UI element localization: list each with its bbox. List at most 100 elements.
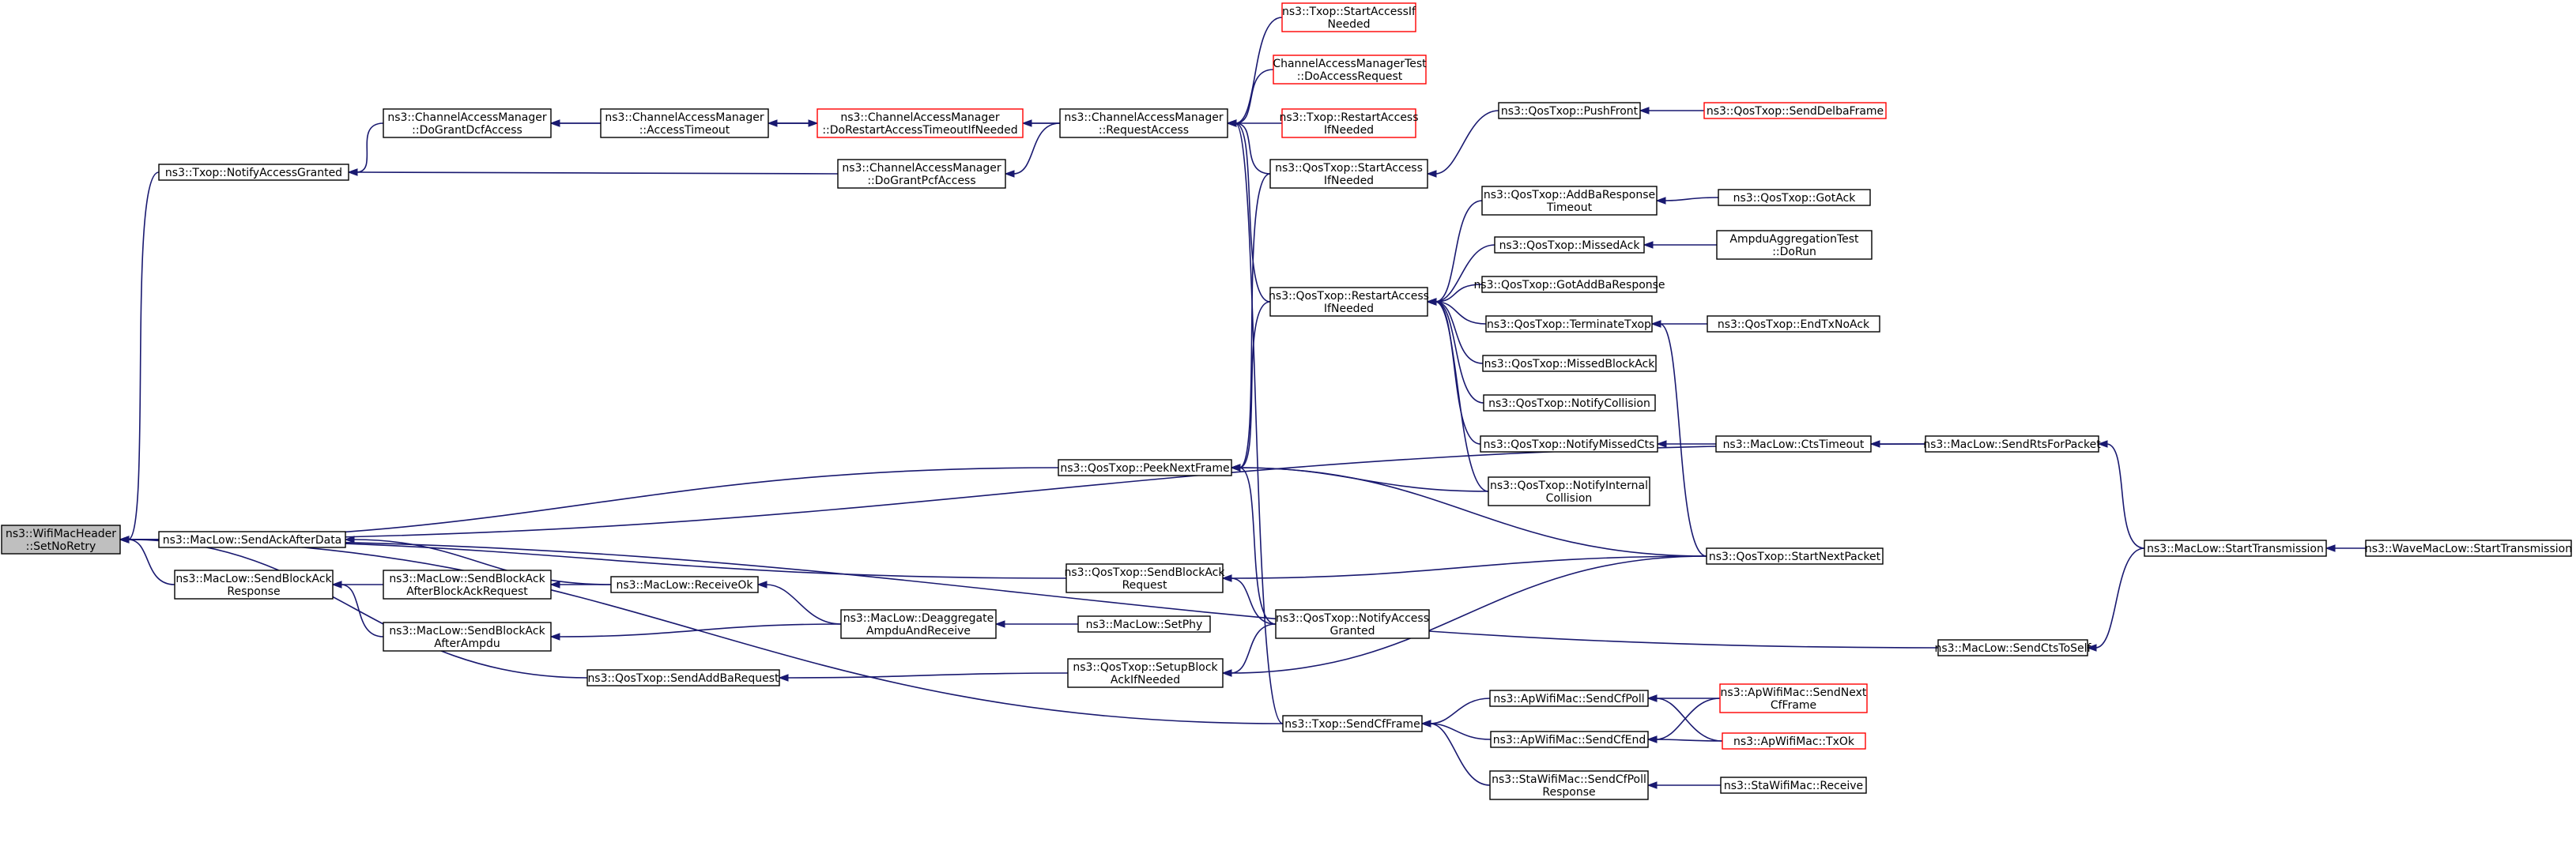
graph-node-ctsTimeout[interactable]: ns3::MacLow::CtsTimeout	[1715, 435, 1872, 453]
graph-node-endTxNoAck[interactable]: ns3::QosTxop::EndTxNoAck	[1707, 315, 1880, 333]
graph-node-box	[1483, 394, 1656, 412]
graph-node-notifyMissedCts[interactable]: ns3::QosTxop::NotifyMissedCts	[1480, 435, 1658, 453]
graph-node-gotAck[interactable]: ns3::QosTxop::GotAck	[1718, 189, 1871, 206]
edge-line	[1435, 301, 1484, 364]
graph-node-box	[1067, 658, 1224, 688]
graph-node-label: AckIfNeeded	[1111, 674, 1180, 686]
graph-node-label: ns3::Txop::SendCfFrame	[1284, 718, 1420, 731]
edge-line	[1230, 623, 1277, 674]
edge-line	[558, 623, 842, 638]
call-edge-setupBlockAck-startNextPacket	[1221, 555, 1707, 677]
graph-node-label: ns3::MacLow::Deaggregate	[843, 612, 994, 625]
graph-node-label: IfNeeded	[1324, 124, 1374, 137]
graph-node-terminateTxop[interactable]: ns3::QosTxop::TerminateTxop	[1485, 315, 1653, 333]
edge-line	[1235, 69, 1274, 124]
graph-node-ampduTestDoRun[interactable]: AmpduAggregationTest::DoRun	[1716, 230, 1873, 260]
call-edge-root-qosSendAddBaRequest	[119, 536, 588, 679]
graph-node-sendAckAfterData[interactable]: ns3::MacLow::SendAckAfterData	[158, 531, 346, 548]
arrowhead-icon	[1639, 107, 1650, 115]
call-edge-sendBlockAckRequest-startNextPacket	[1221, 555, 1707, 582]
graph-node-label: ns3::ApWifiMac::SendCfEnd	[1493, 734, 1646, 747]
edge-line	[1239, 467, 1489, 492]
graph-node-qosSendAddBaRequest[interactable]: ns3::QosTxop::SendAddBaRequest	[586, 669, 780, 686]
graph-node-notifyCollision[interactable]: ns3::QosTxop::NotifyCollision	[1483, 394, 1656, 412]
graph-node-receiveOk[interactable]: ns3::MacLow::ReceiveOk	[610, 576, 759, 593]
graph-node-sendRtsForPacket[interactable]: ns3::MacLow::SendRtsForPacket	[1923, 435, 2101, 453]
graph-node-box	[1498, 102, 1641, 119]
graph-node-sendBAAfterBAR[interactable]: ns3::MacLow::SendBlockAckAfterBlockAckRe…	[383, 570, 552, 600]
graph-node-pushFront[interactable]: ns3::QosTxop::PushFront	[1498, 102, 1641, 119]
arrowhead-icon	[994, 620, 1005, 628]
graph-node-accessTimeout[interactable]: ns3::ChannelAccessManager::AccessTimeout	[600, 108, 769, 138]
call-edge-sendBAAfterAmpdu-deaggregate	[549, 623, 842, 641]
graph-node-doGrantPcfAccess[interactable]: ns3::ChannelAccessManager::DoGrantPcfAcc…	[837, 159, 1006, 189]
graph-node-requestAccess[interactable]: ns3::ChannelAccessManager::RequestAccess	[1059, 108, 1228, 138]
graph-node-apSendCfPoll[interactable]: ns3::ApWifiMac::SendCfPoll	[1489, 690, 1649, 707]
graph-node-label: IfNeeded	[1324, 175, 1374, 187]
graph-node-label: ns3::MacLow::SendBlockAck	[389, 625, 545, 638]
graph-node-label: ns3::QosTxop::SendBlockAck	[1065, 566, 1226, 579]
edge-line	[1435, 200, 1483, 303]
graph-node-sendDelbaFrame[interactable]: ns3::QosTxop::SendDelbaFrame	[1703, 102, 1887, 119]
edge-line	[1230, 577, 1277, 625]
graph-node-box	[383, 108, 552, 138]
graph-node-camTest[interactable]: ChannelAccessManagerTest::DoAccessReques…	[1273, 55, 1427, 85]
graph-node-notifyAccessGrantedQos[interactable]: ns3::QosTxop::NotifyAccessGranted	[1275, 609, 1430, 639]
graph-node-peekNextFrame[interactable]: ns3::QosTxop::PeekNextFrame	[1058, 459, 1232, 476]
call-edge-peekNextFrame-notifyAccessGrantedQos	[1230, 464, 1277, 625]
graph-node-apSendCfEnd[interactable]: ns3::ApWifiMac::SendCfEnd	[1490, 731, 1649, 748]
graph-node-startTransmission[interactable]: ns3::MacLow::StartTransmission	[2144, 540, 2327, 557]
call-edge-qosRestartAccess-notifyCollision	[1426, 298, 1484, 404]
call-edge-root-sendCtsToSelf	[119, 536, 1939, 649]
graph-node-missedAck[interactable]: ns3::QosTxop::MissedAck	[1494, 236, 1645, 254]
graph-node-box	[1489, 690, 1649, 707]
graph-node-label: Needed	[1327, 18, 1370, 31]
graph-node-label: ns3::MacLow::SetPhy	[1086, 619, 1203, 631]
arrowhead-icon	[1226, 119, 1237, 127]
graph-node-notifyAccessGranted[interactable]: ns3::Txop::NotifyAccessGranted	[158, 164, 349, 181]
edge-line	[2095, 547, 2145, 649]
graph-node-label: ns3::QosTxop::TerminateTxop	[1487, 318, 1651, 331]
graph-node-box	[1485, 315, 1653, 333]
graph-node-gotAddBaResponse[interactable]: ns3::QosTxop::GotAddBaResponse	[1473, 276, 1665, 293]
edge-line	[1655, 698, 1721, 740]
call-edge-notifyMissedCts-ctsTimeout	[1656, 440, 1716, 448]
edge-line	[1235, 17, 1283, 124]
graph-node-box	[1490, 731, 1649, 748]
graph-node-startNextPacket[interactable]: ns3::QosTxop::StartNextPacket	[1706, 547, 1884, 565]
graph-node-missedBlockAck[interactable]: ns3::QosTxop::MissedBlockAck	[1482, 355, 1657, 372]
edge-line	[127, 539, 1939, 649]
graph-node-label: CfFrame	[1771, 699, 1816, 712]
graph-node-doRestartAccess[interactable]: ns3::ChannelAccessManager::DoRestartAcce…	[817, 108, 1024, 138]
graph-node-staReceive[interactable]: ns3::StaWifiMac::Receive	[1720, 777, 1867, 794]
edge-line	[127, 539, 175, 585]
call-edge-sendCfFrame-apSendCfPoll	[1420, 698, 1491, 728]
graph-node-sendCtsToSelf[interactable]: ns3::MacLow::SendCtsToSelf	[1935, 639, 2092, 656]
graph-node-box	[1720, 777, 1867, 794]
graph-node-waveStartTransmission[interactable]: ns3::WaveMacLow::StartTransmission	[2365, 540, 2572, 557]
arrowhead-icon	[1021, 119, 1032, 127]
graph-node-label: ns3::MacLow::SendRtsForPacket	[1923, 438, 2101, 451]
arrowhead-icon	[2086, 644, 2097, 652]
graph-node-doGrantDcfAccess[interactable]: ns3::ChannelAccessManager::DoGrantDcfAcc…	[383, 108, 552, 138]
edge-line	[1235, 122, 1284, 724]
graph-node-setPhy[interactable]: ns3::MacLow::SetPhy	[1077, 615, 1211, 633]
graph-node-apTxOk[interactable]: ns3::ApWifiMac::TxOk	[1722, 732, 1866, 750]
graph-node-label: ::SetNoRetry	[26, 540, 96, 553]
node-layer: ns3::WifiMacHeader::SetNoRetryns3::Txop:…	[1, 2, 2572, 800]
arrowhead-icon	[1221, 574, 1232, 582]
graph-node-sendCfFrame[interactable]: ns3::Txop::SendCfFrame	[1282, 715, 1423, 732]
